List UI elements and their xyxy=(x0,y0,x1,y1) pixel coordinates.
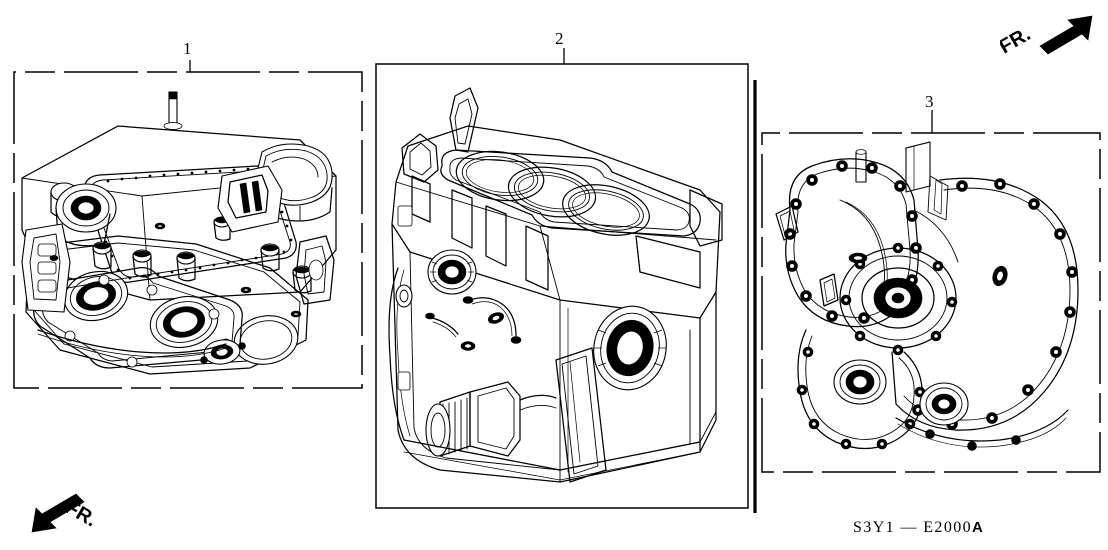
exhaust-gasket-ring xyxy=(200,339,246,365)
splined-shaft xyxy=(425,381,557,457)
fr-label-top-right: FR. xyxy=(1000,23,1034,58)
coil-pack xyxy=(217,165,283,233)
fr-orientation-marker-top-right: FR. xyxy=(996,10,1096,71)
crank-seal-ring xyxy=(427,249,477,295)
fr-arrow-top-right-shape xyxy=(1039,15,1093,55)
engine-block-gasket-artwork xyxy=(388,87,723,483)
transmission-gasket-artwork xyxy=(775,141,1079,451)
callout-leaders xyxy=(189,48,933,133)
part-number-label: S3Y1 — E2000A xyxy=(853,519,983,537)
fr-label-bottom-left: FR. xyxy=(62,496,101,531)
cylinder-bores-block xyxy=(455,150,650,236)
small-seals xyxy=(49,222,302,318)
head-stud-pin xyxy=(163,91,183,130)
callout-label-3: 3 xyxy=(925,92,934,111)
cam-sensor-housing xyxy=(55,183,117,247)
sealing-strands xyxy=(425,296,522,351)
small-o-ring xyxy=(848,252,868,264)
intake-port-flange xyxy=(21,223,71,313)
part-number-suffix: A xyxy=(972,519,983,536)
panel-1-border xyxy=(13,71,363,389)
fr-orientation-marker-bottom-left: FR. xyxy=(28,487,124,548)
axle-seal xyxy=(833,359,887,405)
panel-3-border xyxy=(761,132,1101,473)
callout-label-2: 2 xyxy=(555,29,564,48)
rear-main-seal-ring xyxy=(593,305,667,391)
axle-seal-right xyxy=(919,382,969,426)
part-number-main: S3Y1 — E2000 xyxy=(853,519,973,536)
fr-arrow-bottom-left-shape xyxy=(31,493,85,533)
bellhousing-bolt-holes xyxy=(784,160,922,324)
callout-label-1: 1 xyxy=(183,39,192,58)
cylinder-bores-head xyxy=(63,270,299,365)
cylinder-head-gasket-artwork xyxy=(21,91,337,375)
panel-2-border xyxy=(375,63,749,509)
